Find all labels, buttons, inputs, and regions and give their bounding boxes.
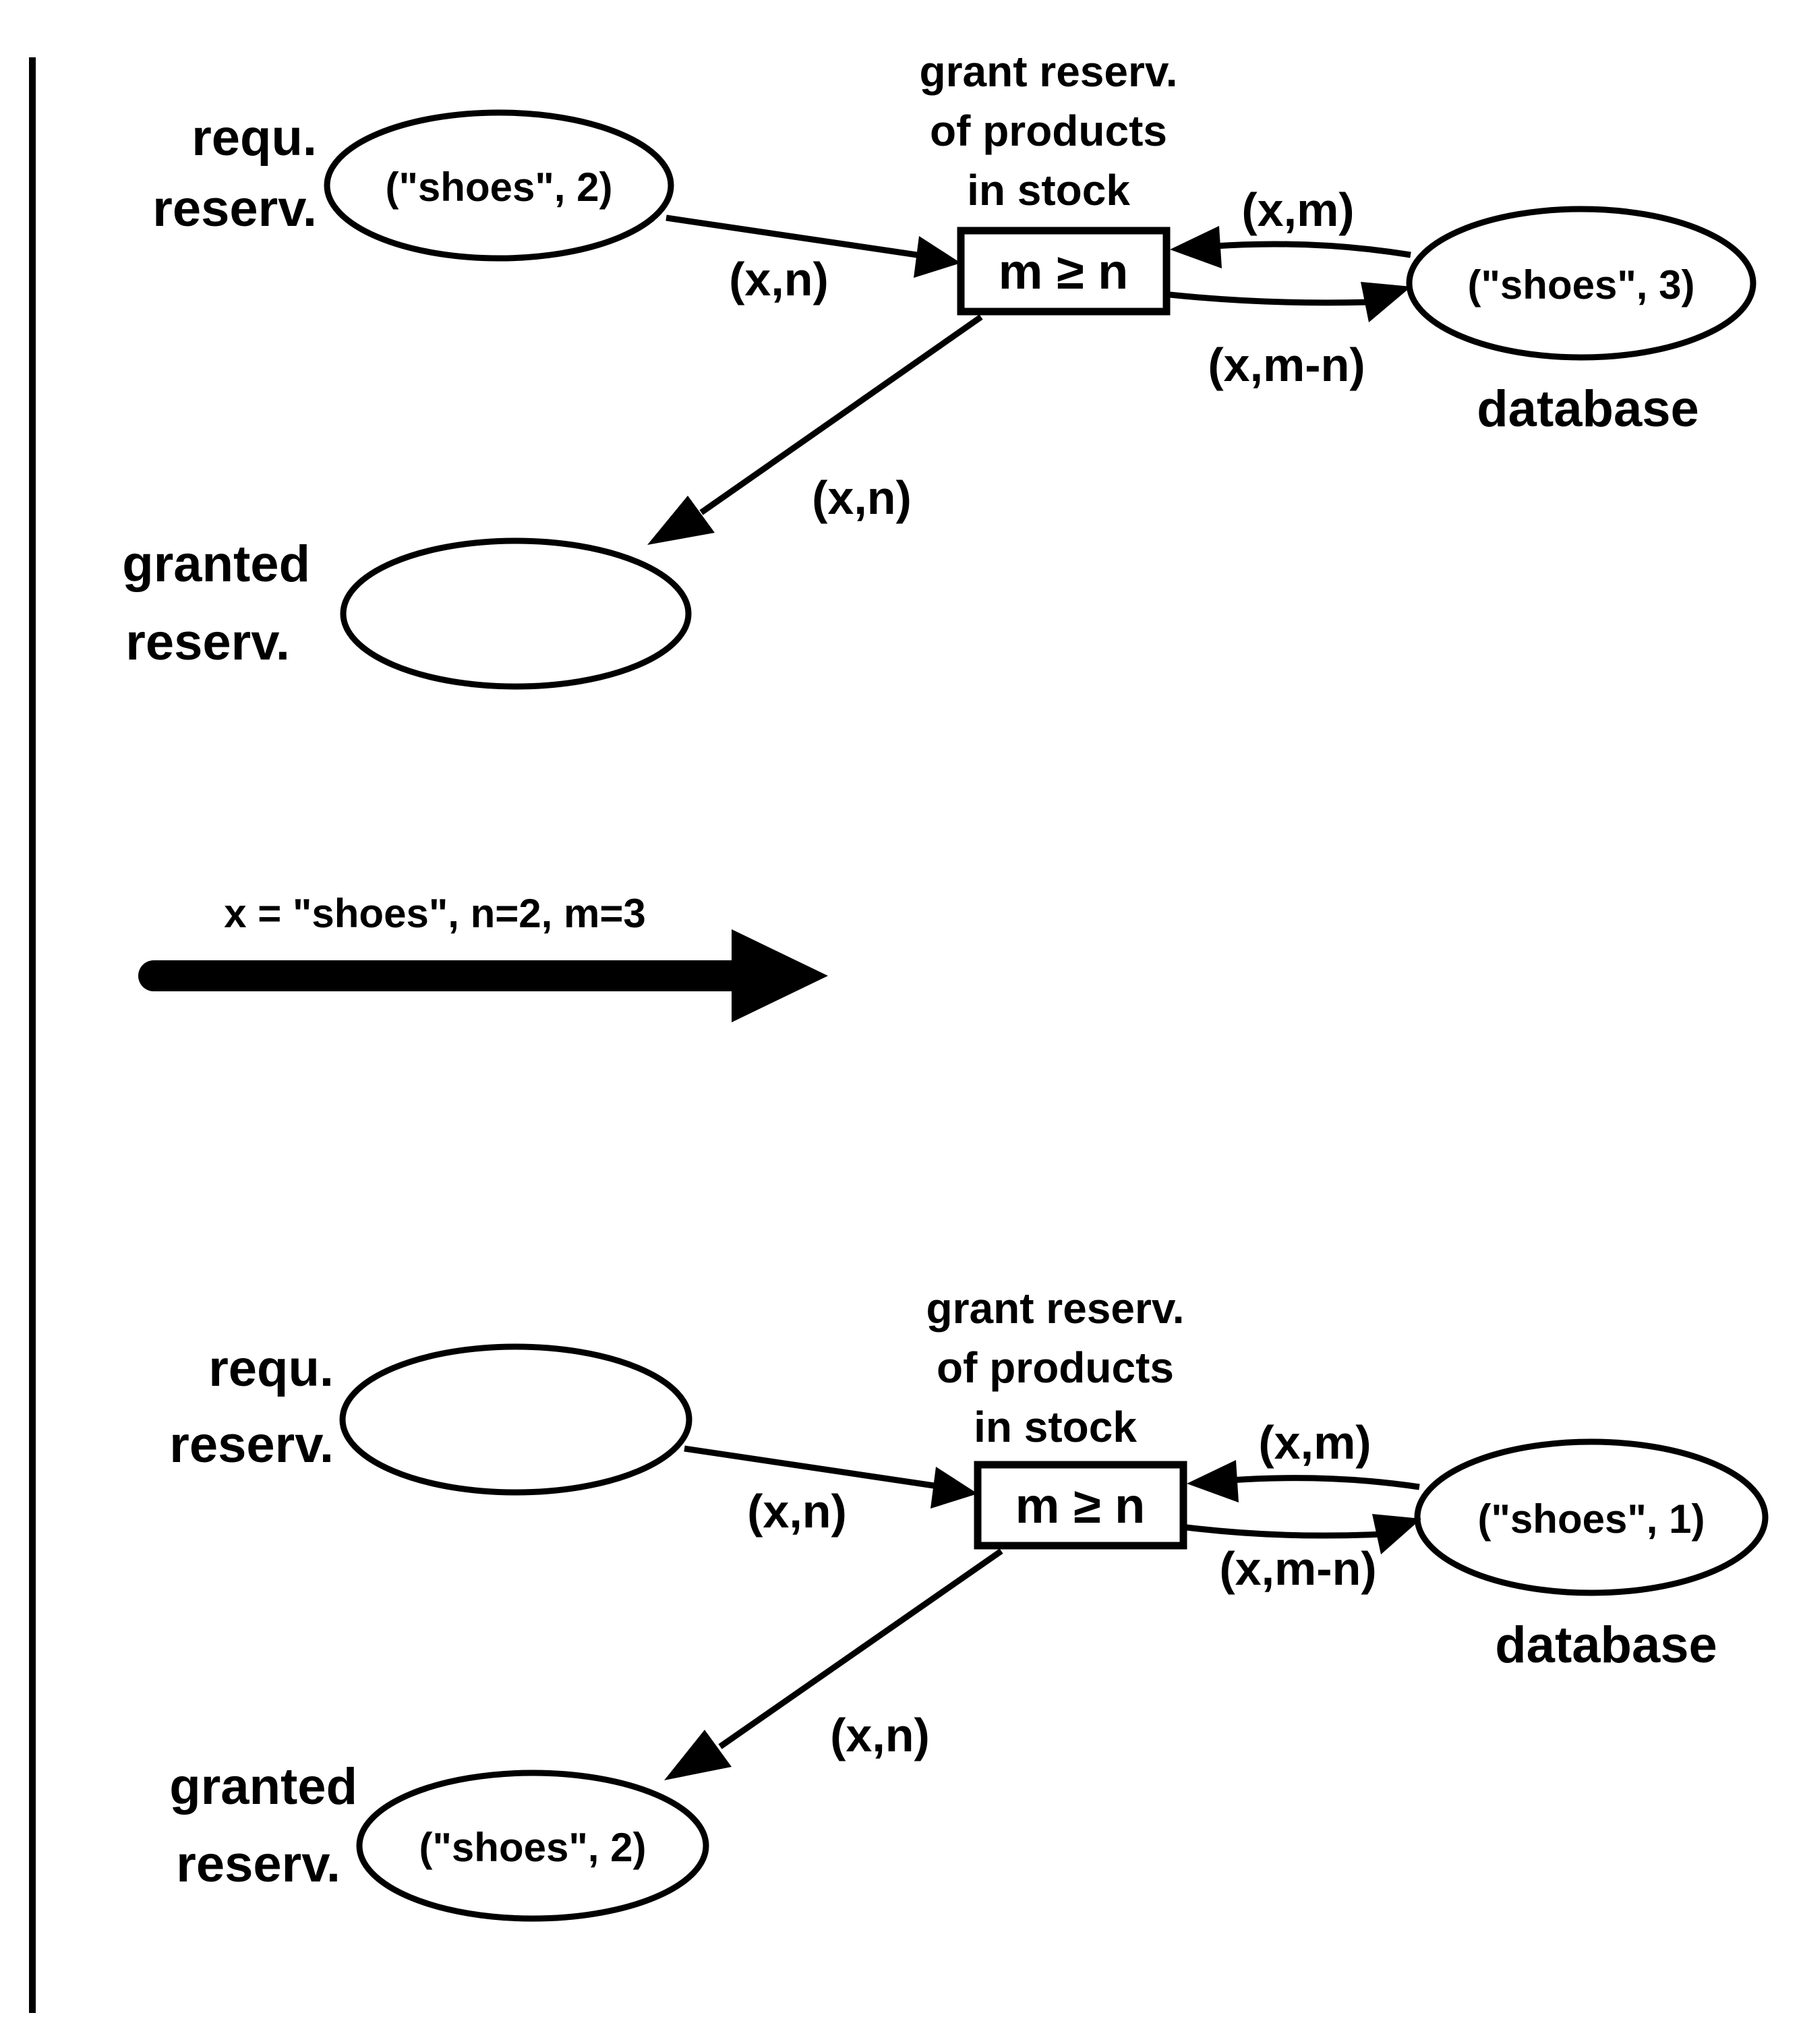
top-place-granted: granted reserv. xyxy=(122,535,692,690)
top-transition-guard: m ≥ n xyxy=(999,243,1129,299)
bottom-arc-transition-to-database-label: (x,m-n) xyxy=(1219,1542,1376,1595)
bottom-arc-request-to-transition: (x,n) xyxy=(684,1445,978,1538)
bottom-arc-database-to-transition: (x,m) xyxy=(1187,1416,1420,1502)
top-transition-box xyxy=(957,227,1171,316)
top-place-database: ("shoes", 3) database xyxy=(1406,206,1756,438)
top-arc-request-to-transition-arrowhead xyxy=(914,236,961,278)
top-place-granted-ellipse xyxy=(340,537,692,690)
bottom-arc-request-to-transition-line xyxy=(684,1445,935,1489)
top-place-request-token: ("shoes", 2) xyxy=(386,165,613,210)
top-transition: grant reserv. of products in stock m ≥ n xyxy=(920,47,1178,316)
top-place-granted-label-line1: granted xyxy=(122,535,310,593)
bottom-arc-transition-to-granted-line xyxy=(718,1548,1003,1749)
top-arc-request-to-transition-label: (x,n) xyxy=(729,253,829,305)
top-place-request-ellipse xyxy=(324,109,674,262)
bottom-arc-transition-to-granted: (x,n) xyxy=(664,1548,1003,1780)
bottom-arc-transition-to-granted-arrowhead xyxy=(664,1730,732,1780)
top-place-request-label-line1: requ. xyxy=(191,109,317,167)
top-arc-database-to-transition-label: (x,m) xyxy=(1241,183,1354,236)
top-arc-transition-to-granted-arrowhead xyxy=(647,496,715,545)
top-place-request: requ. reserv. ("shoes", 2) xyxy=(152,109,674,262)
top-arc-transition-to-database: (x,m-n) xyxy=(1169,282,1411,391)
top-place-database-label: database xyxy=(1477,380,1699,438)
top-transition-title-line3: in stock xyxy=(967,166,1130,214)
top-arc-request-to-transition-line xyxy=(666,214,918,258)
bottom-place-database-ellipse xyxy=(1414,1438,1769,1596)
bottom-place-granted-token: ("shoes", 2) xyxy=(419,1825,647,1870)
top-transition-title-line1: grant reserv. xyxy=(920,47,1178,96)
bottom-arc-database-to-transition-label: (x,m) xyxy=(1258,1416,1371,1469)
top-arc-request-to-transition: (x,n) xyxy=(666,214,961,305)
firing-step: x = "shoes", n=2, m=3 xyxy=(138,891,828,1022)
bottom-transition: grant reserv. of products in stock m ≥ n xyxy=(926,1284,1187,1550)
bottom-net: requ. reserv. granted reserv. ("shoes", … xyxy=(169,1284,1769,1922)
bottom-arc-transition-to-database-line xyxy=(1186,1524,1383,1539)
top-place-granted-label-line2: reserv. xyxy=(125,614,290,671)
bottom-place-request-label-line2: reserv. xyxy=(169,1416,334,1473)
bottom-place-request-label-line1: requ. xyxy=(208,1340,334,1397)
bottom-place-database-token: ("shoes", 1) xyxy=(1478,1496,1705,1542)
top-arc-transition-to-database-label: (x,m-n) xyxy=(1208,339,1365,391)
firing-binding-label: x = "shoes", n=2, m=3 xyxy=(224,891,646,936)
bottom-place-granted: granted reserv. ("shoes", 2) xyxy=(169,1758,709,1922)
bottom-arc-transition-to-database-arrowhead xyxy=(1372,1514,1421,1554)
bottom-arc-database-to-transition-line xyxy=(1230,1475,1420,1490)
bottom-place-granted-label-line1: granted xyxy=(169,1758,357,1815)
top-arc-database-to-transition-line xyxy=(1213,241,1411,258)
bottom-arc-request-to-transition-arrowhead xyxy=(931,1467,978,1509)
bottom-transition-title-line1: grant reserv. xyxy=(926,1284,1185,1333)
bottom-place-database: ("shoes", 1) database xyxy=(1414,1438,1769,1674)
top-arc-transition-to-database-arrowhead xyxy=(1361,282,1411,322)
bottom-place-database-label: database xyxy=(1495,1616,1717,1674)
top-arc-transition-to-granted-label: (x,n) xyxy=(812,471,912,524)
top-arc-transition-to-granted-line xyxy=(699,314,983,515)
bottom-arc-transition-to-database: (x,m-n) xyxy=(1186,1514,1421,1595)
top-place-database-token: ("shoes", 3) xyxy=(1468,262,1695,308)
bottom-transition-guard: m ≥ n xyxy=(1015,1478,1146,1534)
top-arc-database-to-transition-arrowhead xyxy=(1170,226,1222,268)
top-place-database-ellipse xyxy=(1406,206,1756,361)
bottom-place-request-ellipse xyxy=(339,1343,692,1496)
bottom-place-request: requ. reserv. xyxy=(169,1340,692,1496)
top-place-request-label-line2: reserv. xyxy=(152,180,317,237)
bottom-transition-title-line3: in stock xyxy=(974,1403,1137,1451)
bottom-transition-title-line2: of products xyxy=(937,1343,1174,1392)
top-transition-title-line2: of products xyxy=(930,107,1167,155)
top-arc-transition-to-database-line xyxy=(1169,291,1369,306)
firing-arrow-head xyxy=(732,929,828,1022)
bottom-arc-transition-to-granted-label: (x,n) xyxy=(830,1709,930,1761)
bottom-arc-request-to-transition-label: (x,n) xyxy=(747,1485,847,1538)
bottom-place-granted-ellipse xyxy=(356,1770,709,1922)
top-net: requ. reserv. ("shoes", 2) granted reser… xyxy=(122,47,1756,690)
top-arc-database-to-transition: (x,m) xyxy=(1170,183,1411,268)
bottom-arc-database-to-transition-arrowhead xyxy=(1187,1460,1239,1502)
bottom-place-granted-label-line2: reserv. xyxy=(176,1836,341,1893)
top-arc-transition-to-granted: (x,n) xyxy=(647,314,983,545)
bottom-transition-box xyxy=(974,1461,1187,1550)
